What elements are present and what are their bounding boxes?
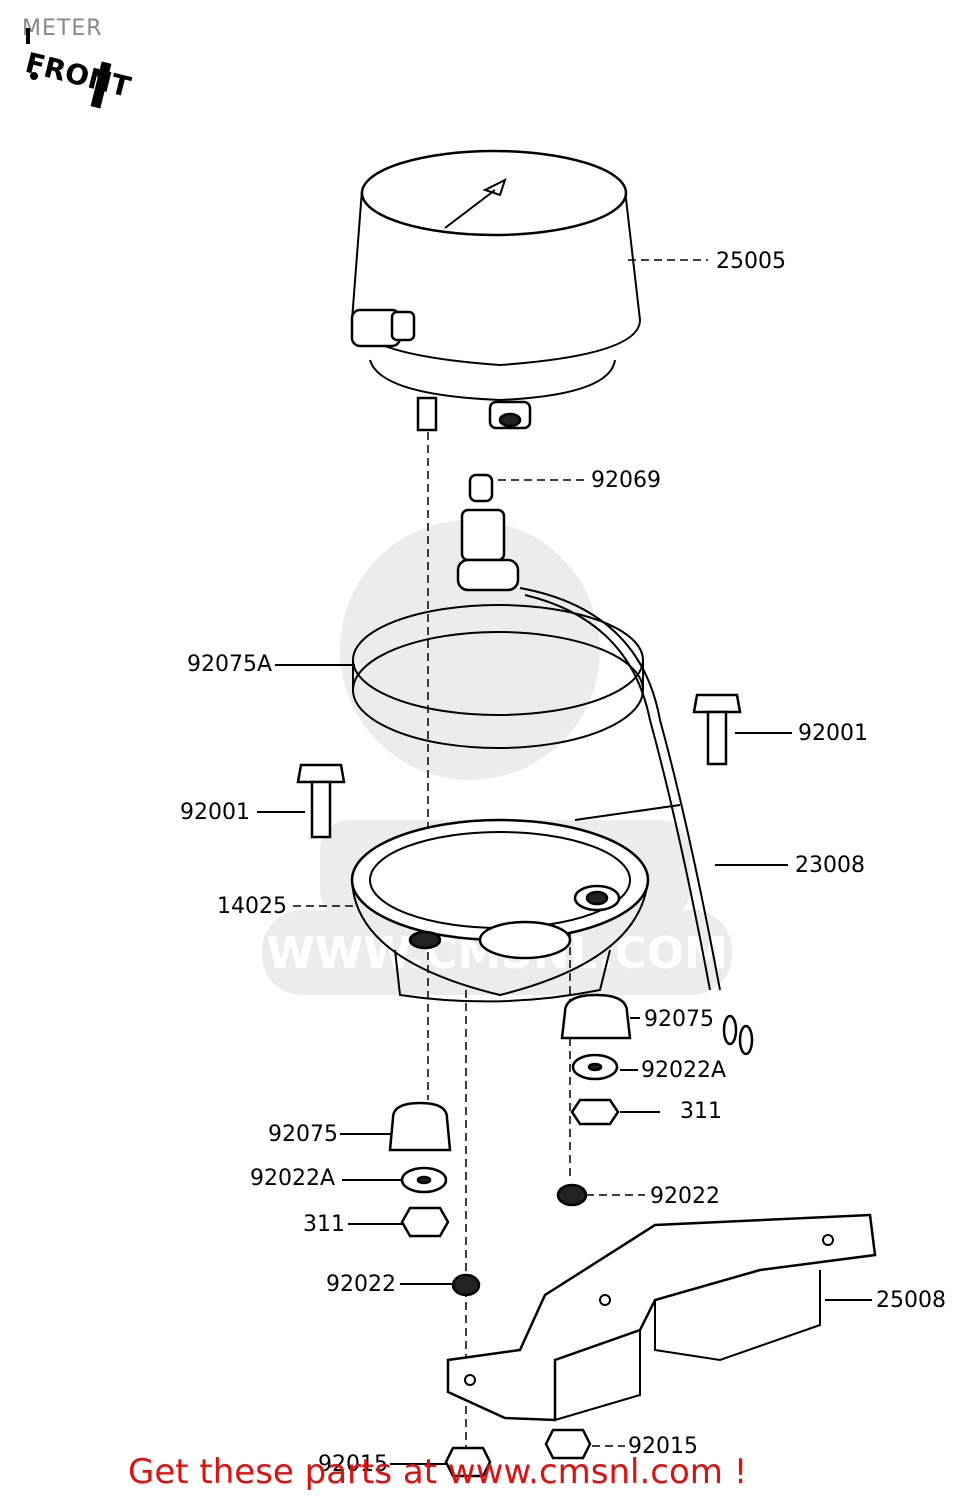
label-311-right: 311	[680, 1099, 722, 1124]
label-92075-left: 92075	[268, 1122, 338, 1147]
front-dot	[30, 72, 38, 80]
leader-lines	[257, 259, 872, 1465]
nut-92015-left	[444, 1446, 492, 1478]
meter-assembly-25005	[350, 149, 642, 432]
label-92075-right: 92075	[644, 1007, 714, 1032]
nut-92015-right	[544, 1428, 592, 1460]
label-25005: 25005	[716, 249, 786, 274]
spacer-92022-right	[556, 1183, 588, 1207]
label-92022-left: 92022	[326, 1272, 396, 1297]
footer-link-text[interactable]: Get these parts at www.cmsnl.com !	[128, 1452, 748, 1492]
label-92022A-right: 92022A	[641, 1058, 727, 1083]
grommet-92075-left	[388, 1101, 452, 1152]
label-25008: 25008	[876, 1288, 946, 1313]
label-92015-right: 92015	[628, 1434, 698, 1459]
bracket-25008	[446, 1213, 877, 1422]
label-92001-left: 92001	[180, 800, 250, 825]
label-92069: 92069	[591, 468, 661, 493]
bulb-92069	[456, 473, 754, 1056]
label-92075A: 92075A	[187, 652, 273, 677]
front-arrow-icon	[26, 28, 44, 44]
label-92022-right: 92022	[650, 1184, 720, 1209]
label-92015-left: 92015	[318, 1452, 388, 1477]
spacer-92022-left	[451, 1273, 481, 1297]
label-14025: 14025	[217, 894, 287, 919]
diagram-title: METER	[22, 16, 103, 41]
bolt-92001-left	[296, 763, 346, 839]
nut-311-right	[570, 1098, 620, 1126]
label-92001-right: 92001	[798, 721, 868, 746]
cup-14025	[350, 818, 650, 1003]
bolt-92001-right	[692, 693, 742, 766]
label-311-left: 311	[303, 1212, 345, 1237]
grommet-92075-right	[560, 993, 632, 1040]
nut-311-left	[400, 1206, 450, 1238]
label-23008: 23008	[795, 853, 865, 878]
label-92022A-left: 92022A	[250, 1166, 336, 1191]
